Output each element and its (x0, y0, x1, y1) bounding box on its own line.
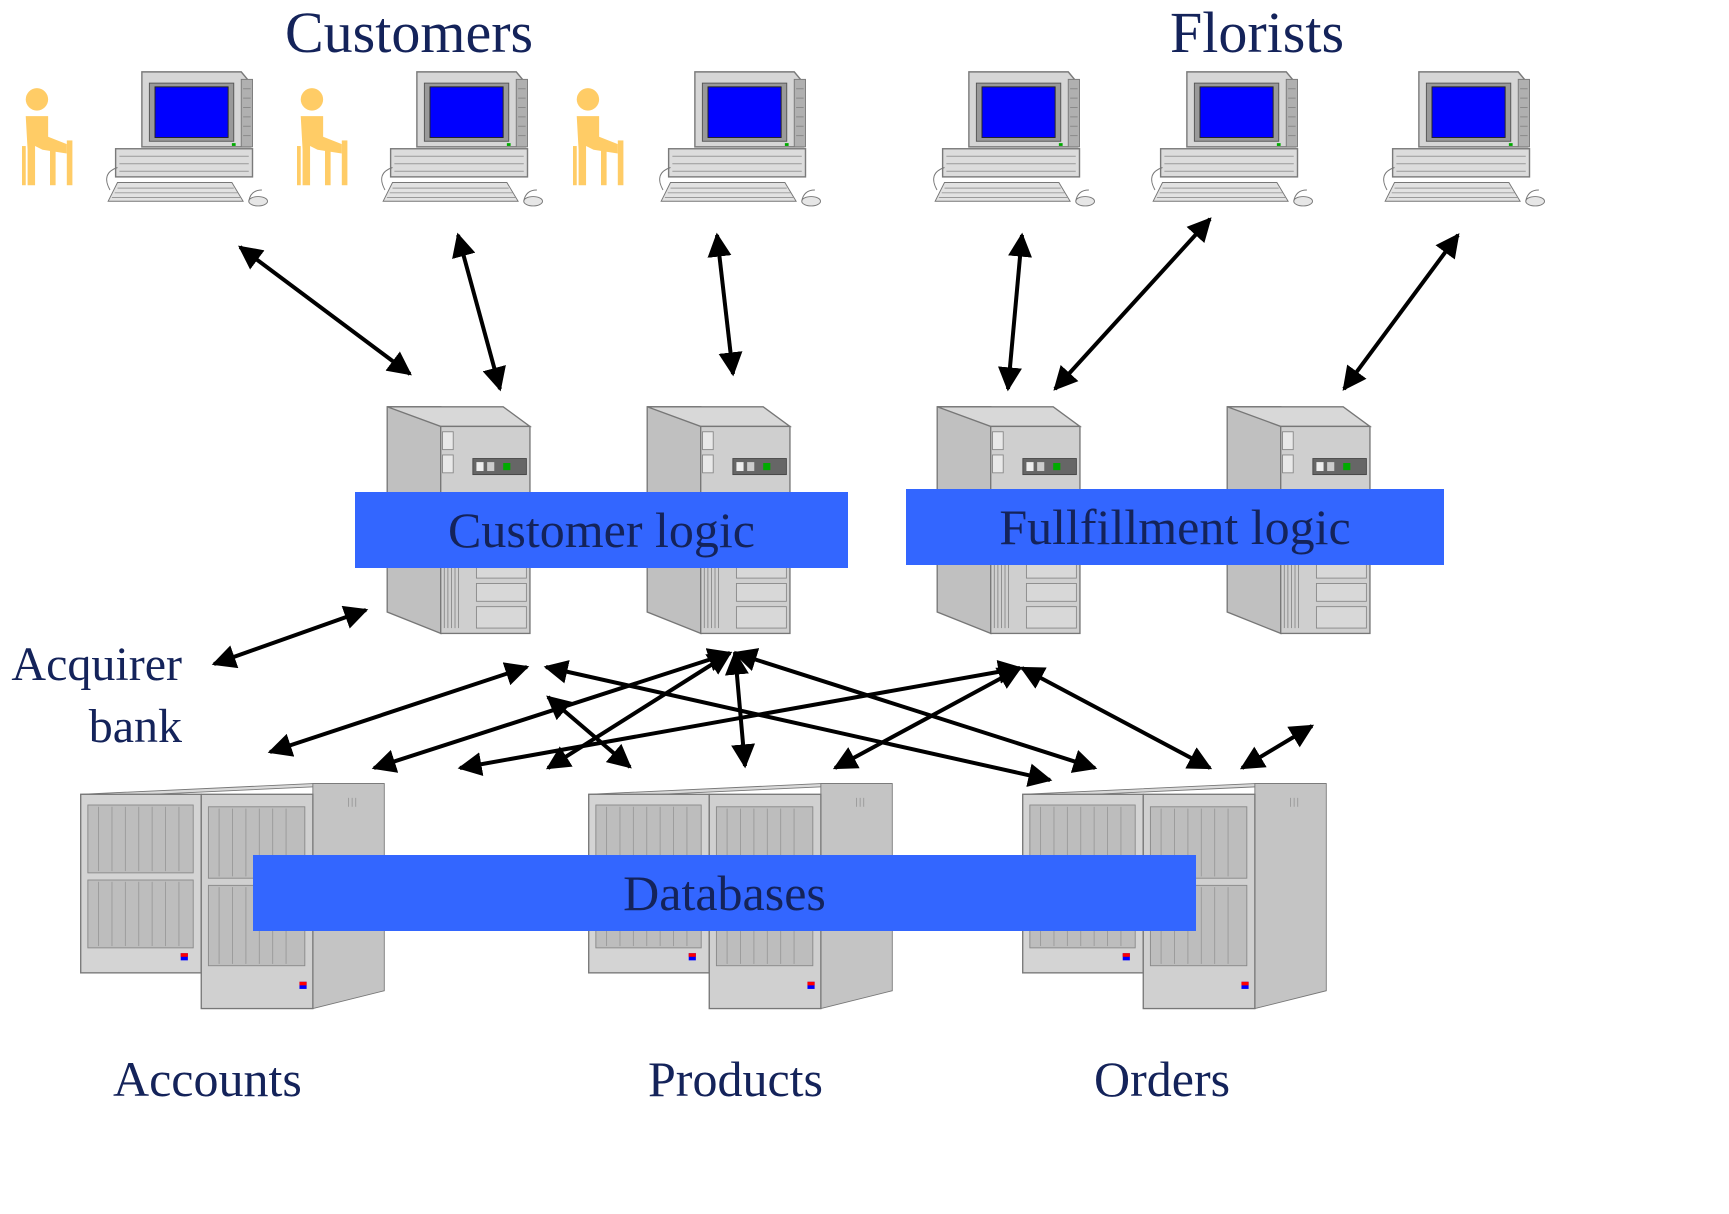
customer-computer-icon-1 (105, 71, 269, 207)
arrow-fulfillment-orders (1019, 666, 1213, 770)
customer-logic-bar: Customer logic (355, 492, 848, 568)
acquirer-bank-line2: bank (88, 700, 182, 753)
arrow-logic2-products-a (545, 651, 733, 770)
fulfillment-logic-label: Fullfillment logic (999, 499, 1351, 555)
accounts-label: Accounts (113, 1051, 302, 1107)
arrow-logic-acquirer (211, 605, 369, 669)
backend-connection-arrows (211, 605, 1315, 787)
florists-heading: Florists (1170, 0, 1345, 65)
customer-computer-icon-3 (658, 71, 822, 207)
customer-person-icon-1 (22, 88, 73, 186)
florist-computer-icon-3 (1382, 71, 1546, 207)
customer-person-icon-2 (297, 88, 348, 186)
arrow-florist3-logic (1342, 233, 1460, 391)
arrow-fulfillment2-orders (1239, 724, 1315, 770)
products-label: Products (648, 1051, 823, 1107)
databases-bar: Databases (253, 855, 1196, 931)
customer-person-icon-3 (573, 88, 624, 186)
databases-label: Databases (623, 865, 826, 921)
arrow-florist1-logic (998, 232, 1032, 392)
arrow-customer3-logic (707, 232, 743, 377)
arrow-logic-products (546, 695, 632, 769)
customers-heading: Customers (285, 0, 534, 65)
florist-computer-icon-2 (1150, 71, 1314, 207)
customer-computer-icon-2 (380, 71, 544, 207)
arrow-customer2-logic (452, 232, 506, 392)
acquirer-bank-line1: Acquirer (11, 638, 182, 691)
fulfillment-logic-bar: Fullfillment logic (906, 489, 1444, 565)
arrow-customer1-logic (238, 245, 412, 376)
customer-logic-label: Customer logic (448, 502, 755, 558)
orders-label: Orders (1094, 1051, 1231, 1107)
client-connection-arrows (238, 217, 1460, 392)
florist-computer-icon-1 (932, 71, 1096, 207)
acquirer-bank-label: Acquirer bank (0, 634, 182, 758)
arrow-florist2-logic (1053, 217, 1212, 391)
arrow-logic-accounts (267, 662, 530, 757)
